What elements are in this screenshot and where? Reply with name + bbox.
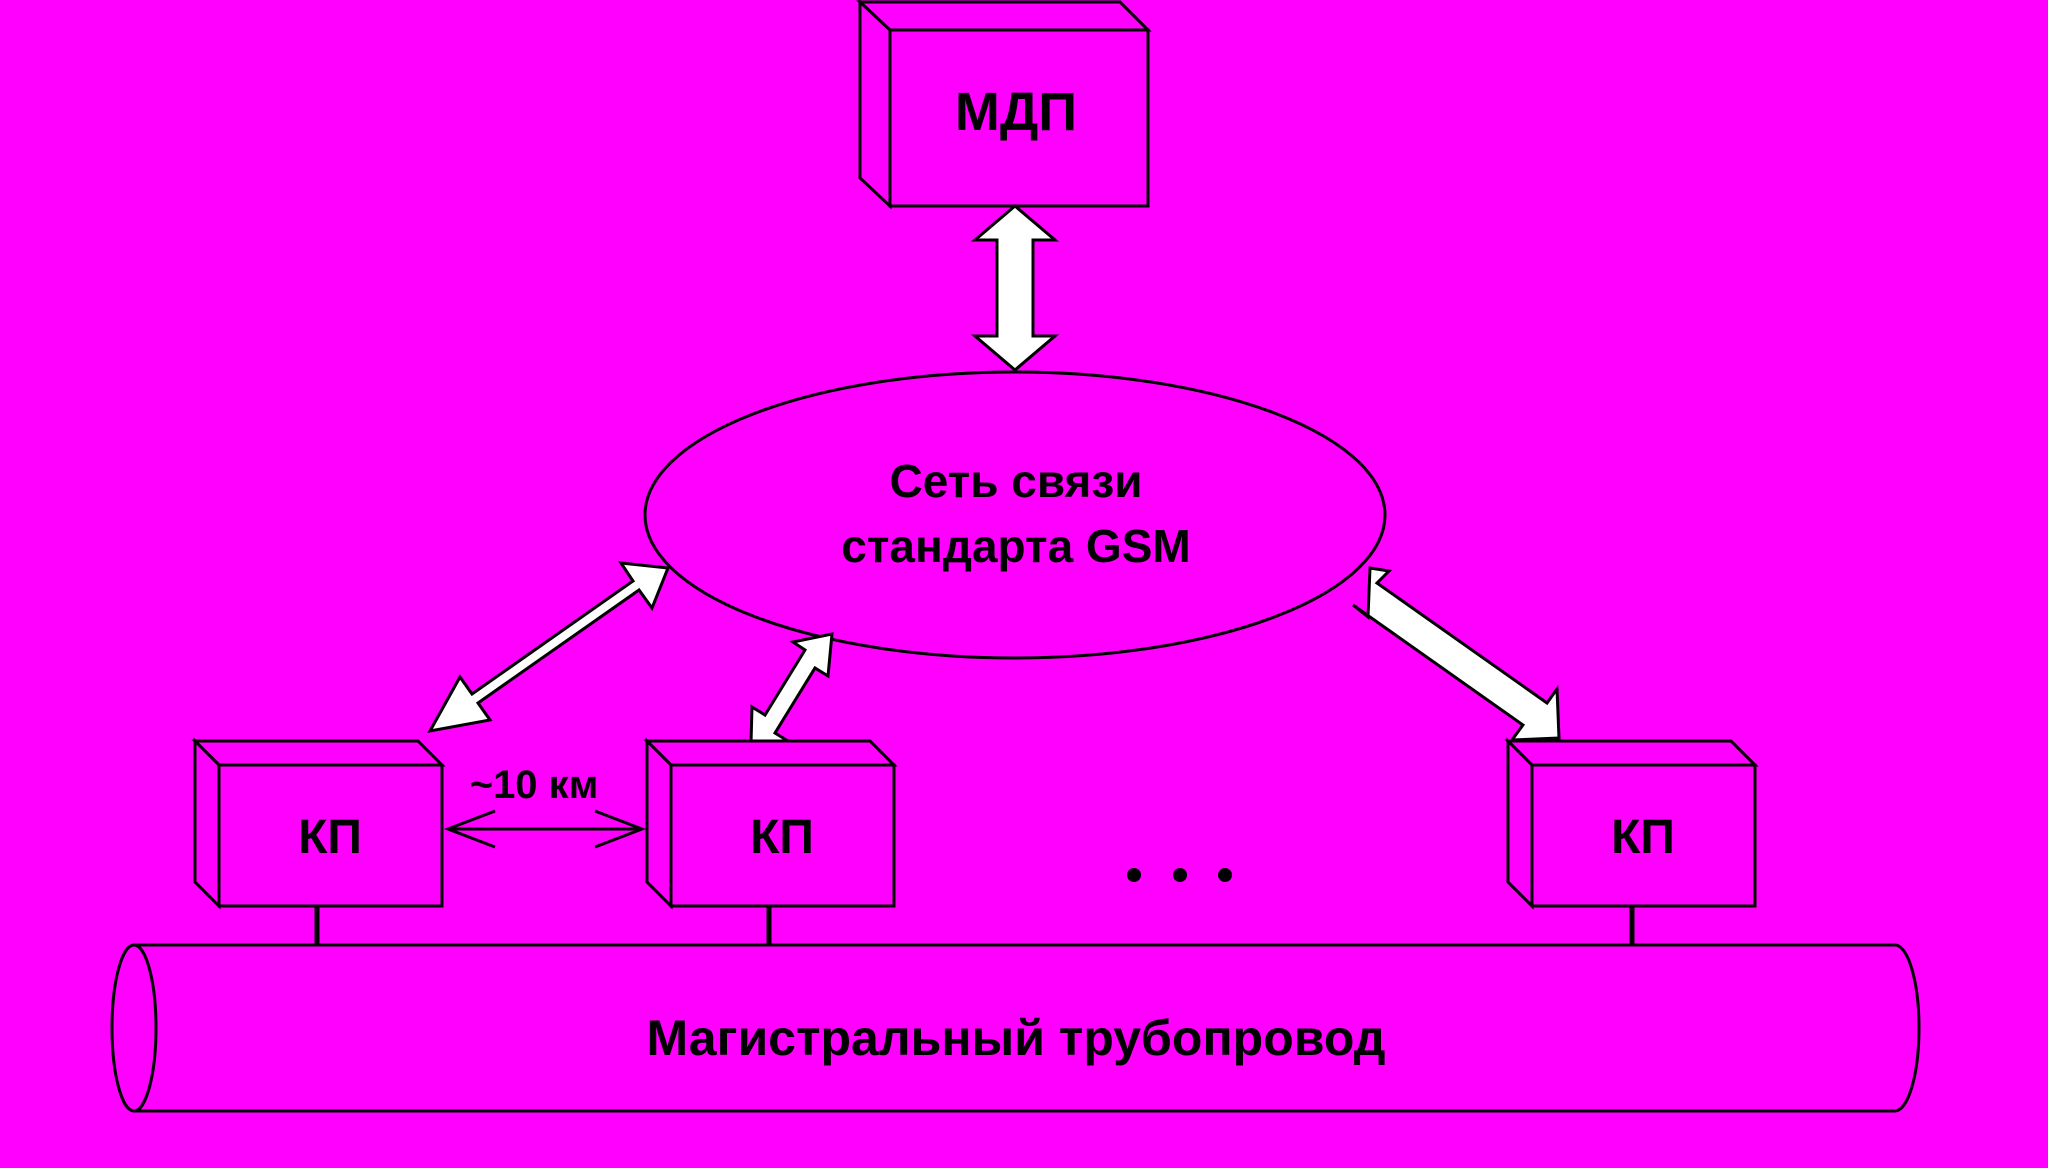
distance-arrow (443, 809, 647, 849)
arrow-gsm-kp3 (1352, 566, 1561, 742)
gsm-label-line2: стандарта GSM (841, 520, 1190, 572)
kp-box-1: КП (191, 737, 446, 910)
kp-box-3: КП (1504, 737, 1759, 910)
ellipsis-dots (1127, 868, 1232, 882)
gsm-label-line1: Сеть связи (889, 455, 1142, 507)
gsm-network: Сеть связи стандарта GSM (643, 370, 1387, 660)
kp-label-1: КП (298, 811, 362, 864)
arrow-mdp-gsm (970, 204, 1060, 372)
kp-box-2: КП (643, 737, 898, 910)
pipeline: Магистральный трубопровод (110, 943, 1921, 1113)
kp-label-2: КП (750, 811, 814, 864)
arrow-gsm-kp1 (427, 561, 671, 734)
mdp-label: МДП (955, 82, 1077, 142)
pipeline-label: Магистральный трубопровод (647, 1010, 1386, 1066)
kp-label-3: КП (1611, 811, 1675, 864)
mdp-box: МДП (856, 0, 1152, 210)
distance-label: ~10 км (470, 763, 599, 807)
